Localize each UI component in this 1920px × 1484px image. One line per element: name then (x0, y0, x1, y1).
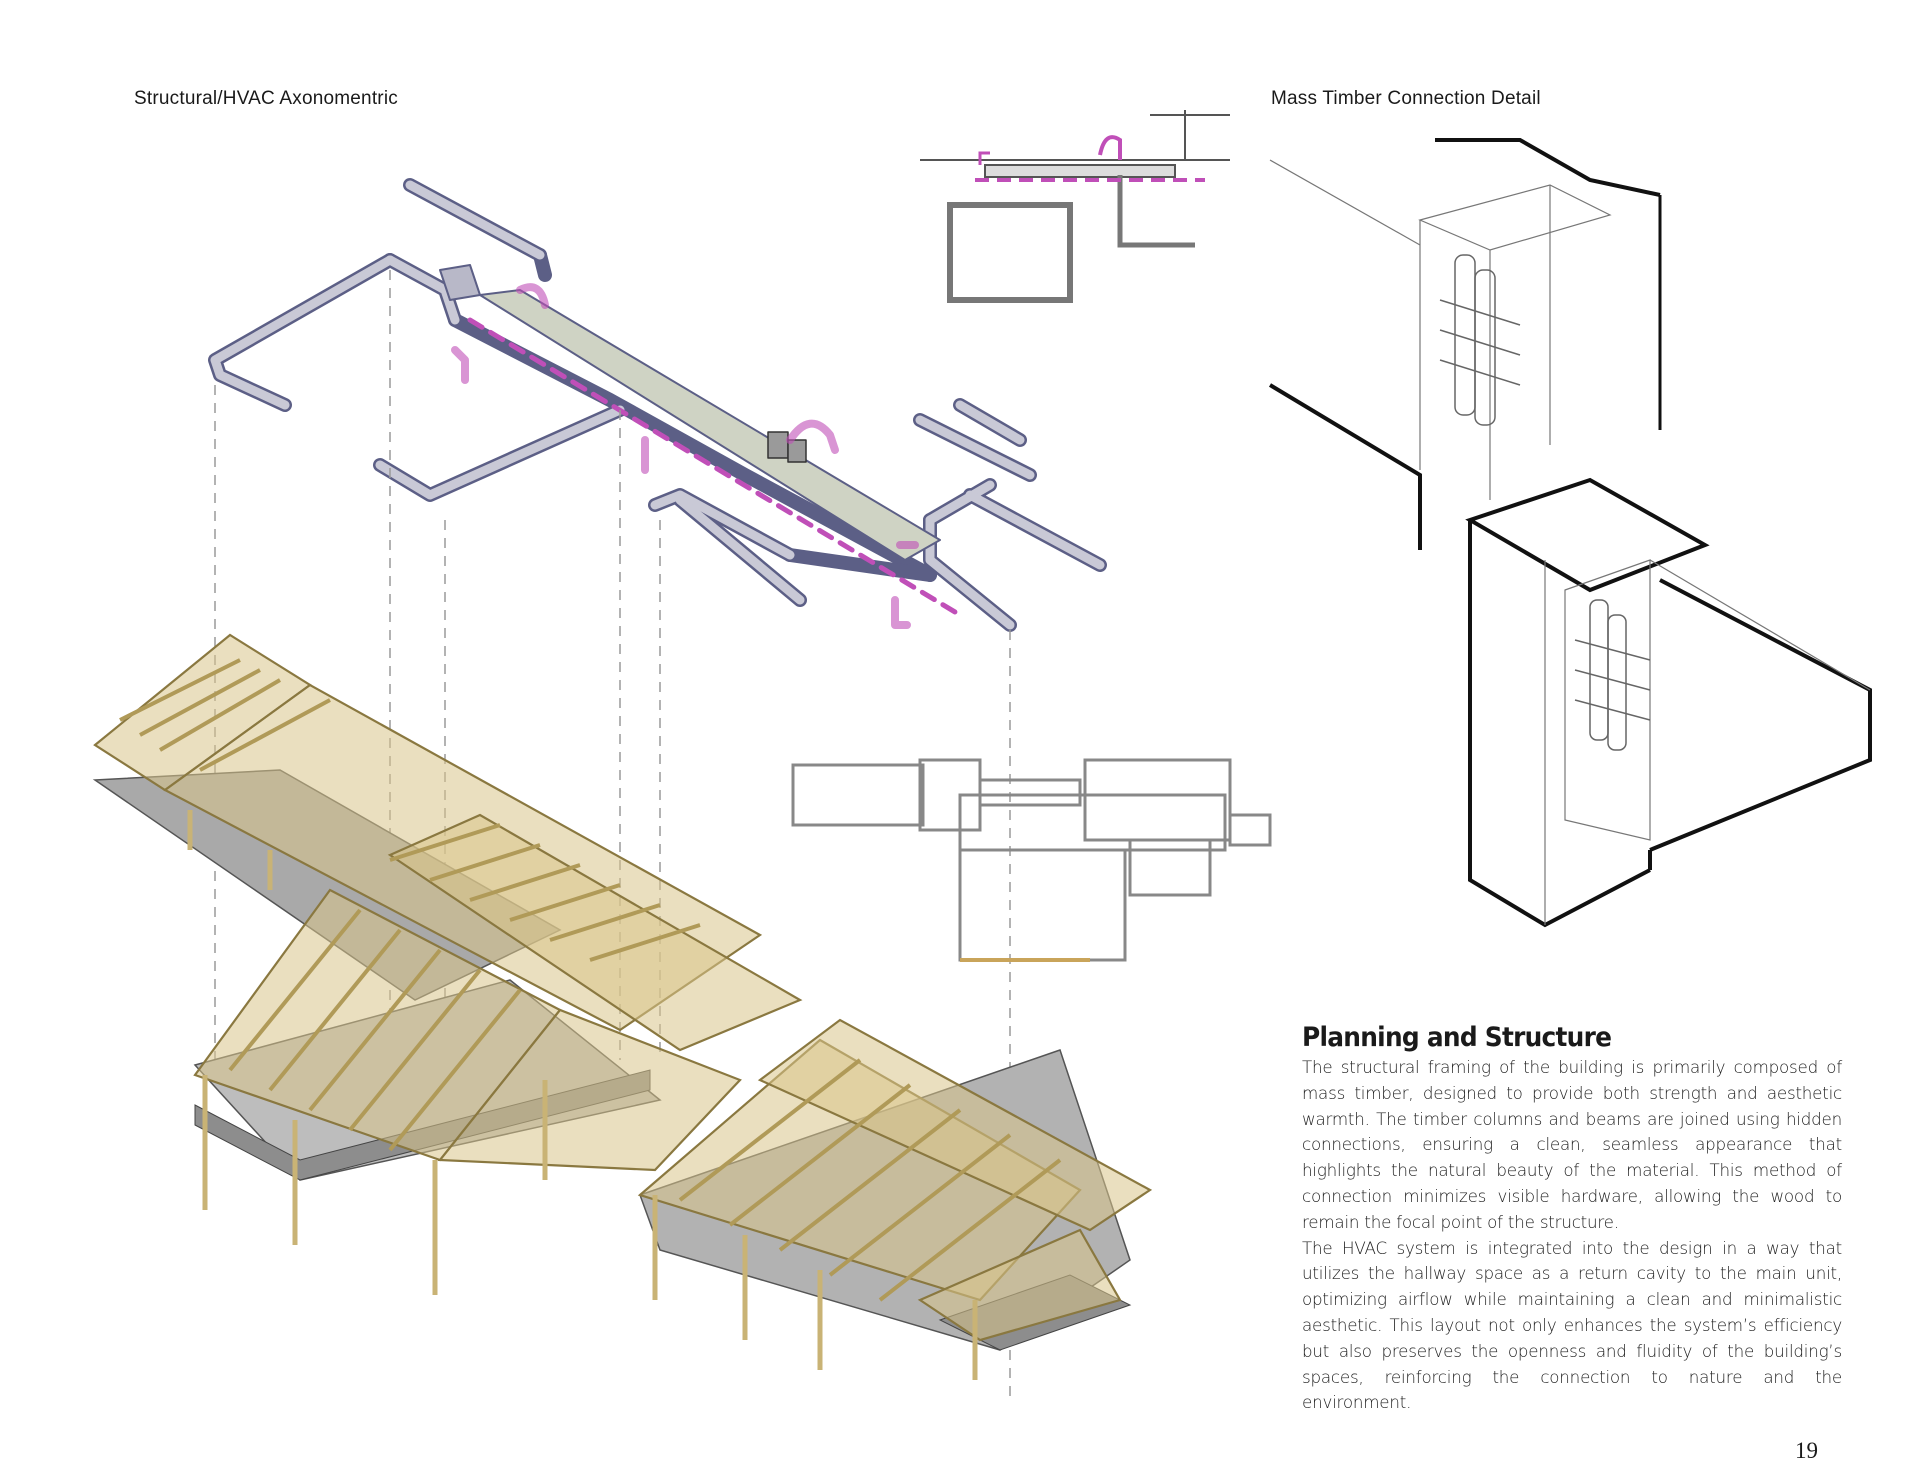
page-number: 19 (1795, 1438, 1818, 1463)
hvac-duct-axonometric (208, 178, 1107, 632)
floor-plan (791, 758, 1272, 962)
connection-detail-caption: Mass Timber Connection Detail (1271, 88, 1541, 109)
section-title: Planning and Structure (1302, 1022, 1612, 1053)
axonometric-caption: Structural/HVAC Axonomentric (134, 88, 398, 109)
timber-structure-axonometric (92, 633, 1153, 1380)
section-paragraph-2: The HVAC system is integrated into the d… (1302, 1237, 1842, 1413)
planning-structure-section: Planning and Structure The structural fr… (1302, 1022, 1842, 1416)
mass-timber-connection-detail (1268, 138, 1872, 928)
section-paragraph-1: The structural framing of the building i… (1302, 1057, 1842, 1232)
duct-section-detail (920, 110, 1230, 303)
